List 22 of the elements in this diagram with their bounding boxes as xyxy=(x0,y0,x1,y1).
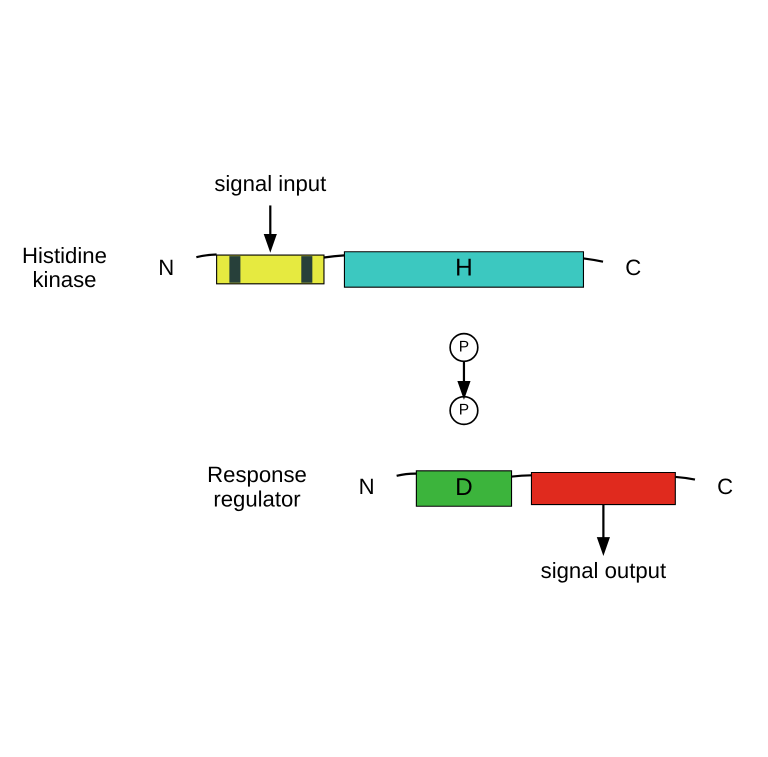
node-box xyxy=(530,471,676,505)
node-text: N xyxy=(158,254,174,280)
connector xyxy=(676,475,696,480)
node-box: H xyxy=(344,250,584,288)
node-text: N xyxy=(358,474,375,499)
node-text: signal input xyxy=(214,170,326,196)
node-text: C xyxy=(717,474,734,499)
label: Histidine kinase xyxy=(22,242,107,292)
connector xyxy=(512,474,532,478)
node-box: D xyxy=(416,470,512,506)
arrow xyxy=(264,204,277,252)
label: Response regulator xyxy=(207,461,307,511)
node-circle: P xyxy=(449,395,479,425)
arrow xyxy=(457,360,471,400)
arrow xyxy=(596,504,610,556)
connector xyxy=(196,252,217,258)
connector xyxy=(396,472,416,476)
node-text: C xyxy=(625,254,642,280)
connector xyxy=(324,254,344,258)
connector xyxy=(584,256,604,262)
node-text: signal output xyxy=(540,558,666,583)
node-circle: P xyxy=(449,332,479,362)
